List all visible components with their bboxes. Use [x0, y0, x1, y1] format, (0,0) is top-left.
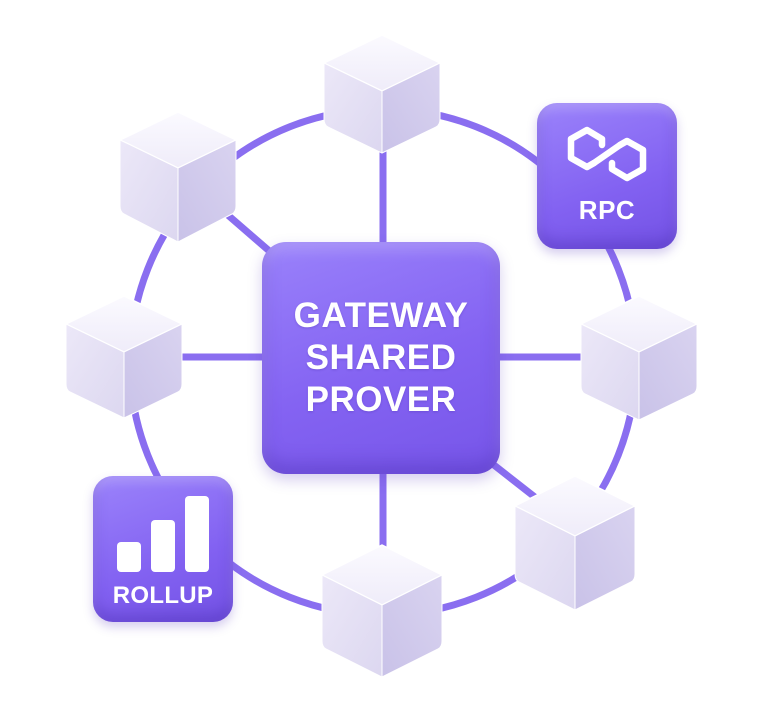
cube-bottom-right [514, 475, 636, 611]
hub-title-line-1: GATEWAY [293, 296, 469, 335]
cube-left [65, 295, 183, 419]
polygon-link-icon [567, 126, 647, 182]
cube-bottom [321, 544, 443, 678]
rollup-tile: ROLLUP [93, 476, 233, 622]
rpc-label: RPC [578, 195, 636, 225]
rpc-tile: RPC [537, 103, 677, 249]
cube-top [323, 34, 441, 154]
shared-prover-hub: GATEWAY SHARED PROVER [262, 242, 500, 474]
bar-chart-icon [117, 496, 209, 572]
cube-top-left [119, 111, 237, 243]
rollup-label: ROLLUP [112, 582, 214, 609]
cube-right [580, 295, 698, 421]
hub-title-line-2: SHARED [305, 338, 457, 377]
hub-title-line-3: PROVER [305, 380, 457, 419]
